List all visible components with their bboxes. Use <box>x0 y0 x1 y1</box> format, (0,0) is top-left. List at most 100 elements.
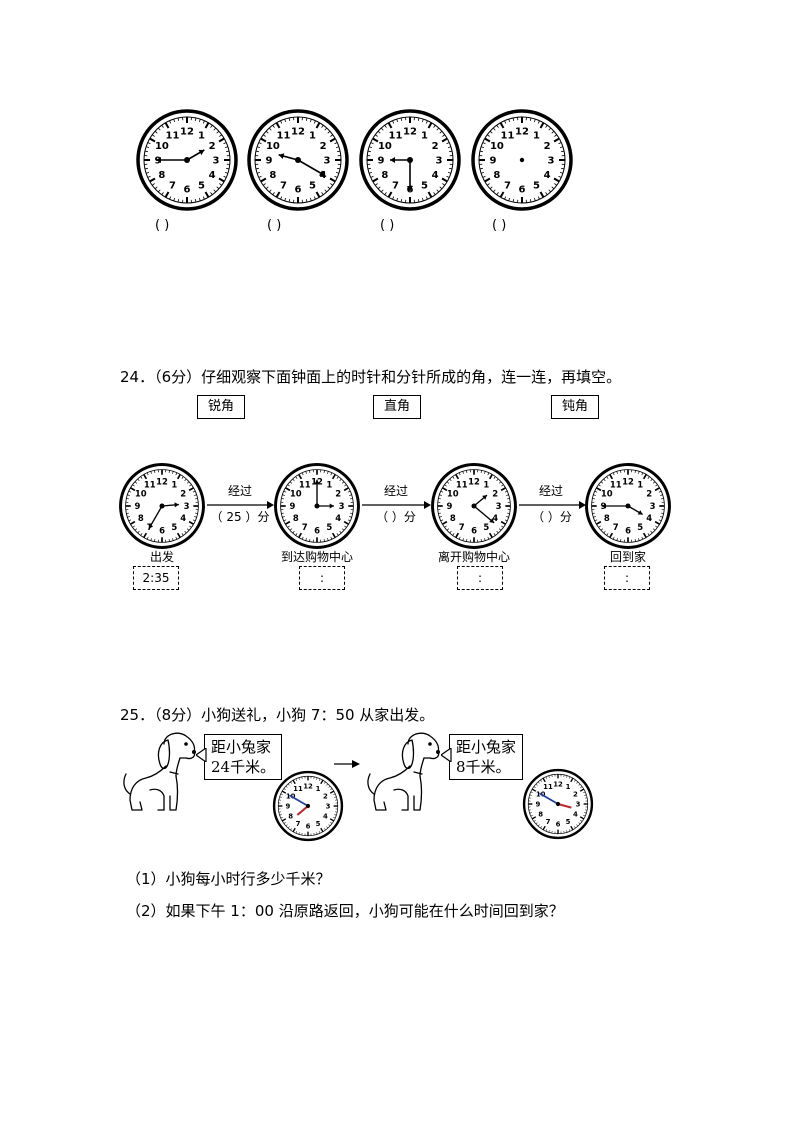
dog-illustration-2-icon <box>367 732 440 811</box>
svg-text:5: 5 <box>309 181 316 192</box>
svg-text:6: 6 <box>295 185 302 196</box>
svg-text:7: 7 <box>546 818 551 826</box>
svg-text:8: 8 <box>538 810 543 818</box>
angle-obtuse-box[interactable]: 钝角 <box>551 395 599 419</box>
bubble-2-line-2: 8千米。 <box>456 758 511 776</box>
arrow-3-icon <box>519 501 586 509</box>
svg-text:8: 8 <box>604 513 610 523</box>
svg-text:7: 7 <box>613 522 619 532</box>
svg-text:2: 2 <box>573 790 578 798</box>
svg-text:1: 1 <box>533 130 540 141</box>
svg-text:1: 1 <box>566 783 571 791</box>
svg-text:4: 4 <box>492 513 498 523</box>
svg-text:5: 5 <box>637 522 643 532</box>
svg-text:7: 7 <box>280 181 287 192</box>
speech-bubble-1: 距小兔家 24千米。 <box>204 734 283 780</box>
svg-text:11: 11 <box>293 785 303 793</box>
svg-text:10: 10 <box>490 141 504 152</box>
svg-text:4: 4 <box>335 513 341 523</box>
time-box-depart[interactable]: 2:35 <box>133 566 179 590</box>
angle-acute-box[interactable]: 锐角 <box>197 395 245 419</box>
svg-text:11: 11 <box>277 130 291 141</box>
svg-text:5: 5 <box>326 522 332 532</box>
svg-text:11: 11 <box>389 130 403 141</box>
arrow-4-icon <box>334 760 360 768</box>
svg-text:4: 4 <box>209 170 216 181</box>
svg-text:2: 2 <box>323 792 328 800</box>
svg-text:6: 6 <box>519 185 526 196</box>
svg-text:4: 4 <box>544 170 551 181</box>
time-box-arrive[interactable]: : <box>299 566 345 590</box>
arrow-3-value[interactable]: （ ）分 <box>532 510 572 524</box>
svg-text:1: 1 <box>309 130 316 141</box>
arrow-2-label: 经过 <box>383 484 408 498</box>
stage-depart-label: 出发 <box>149 550 174 564</box>
svg-text:7: 7 <box>459 522 465 532</box>
svg-text:5: 5 <box>421 181 428 192</box>
svg-text:5: 5 <box>533 181 540 192</box>
answer-paren-1[interactable]: ( ) <box>155 218 170 233</box>
svg-text:1: 1 <box>483 480 489 490</box>
answer-paren-4[interactable]: ( ) <box>492 218 507 233</box>
svg-text:6: 6 <box>184 185 191 196</box>
stage-leave-label: 离开购物中心 <box>437 550 510 564</box>
svg-text:10: 10 <box>155 141 169 152</box>
answer-paren-2[interactable]: ( ) <box>267 218 282 233</box>
svg-text:11: 11 <box>299 480 311 490</box>
arrow-2-icon <box>362 501 431 509</box>
sub-question-1: （1）小狗每小时行多少千米？ <box>126 870 331 888</box>
svg-text:5: 5 <box>171 522 177 532</box>
svg-text:6: 6 <box>556 821 561 829</box>
svg-text:1: 1 <box>171 480 177 490</box>
time-box-leave[interactable]: : <box>457 566 503 590</box>
svg-text:11: 11 <box>456 480 468 490</box>
svg-text:5: 5 <box>566 818 571 826</box>
svg-text:2: 2 <box>320 141 327 152</box>
time-box-home[interactable]: : <box>604 566 650 590</box>
angle-right-box[interactable]: 直角 <box>373 395 421 419</box>
svg-text:11: 11 <box>501 130 515 141</box>
svg-text:7: 7 <box>504 181 511 192</box>
svg-text:8: 8 <box>450 513 456 523</box>
svg-text:2: 2 <box>544 141 551 152</box>
question-25-text: 25．（8分）小狗送礼，小狗 7：50 从家出发。 <box>120 706 435 724</box>
svg-text:9: 9 <box>266 156 273 167</box>
stage-home-label: 回到家 <box>609 550 646 564</box>
svg-text:3: 3 <box>496 501 502 511</box>
svg-text:4: 4 <box>180 513 186 523</box>
dog-illustration-icon <box>123 732 196 811</box>
svg-text:12: 12 <box>468 476 480 486</box>
svg-text:1: 1 <box>637 480 643 490</box>
svg-text:2: 2 <box>492 489 498 499</box>
arrow-2-value[interactable]: （ ）分 <box>376 510 416 524</box>
svg-text:10: 10 <box>378 141 392 152</box>
svg-text:7: 7 <box>296 820 301 828</box>
bubble-1-line-2: 24千米。 <box>211 758 276 776</box>
svg-text:3: 3 <box>650 501 656 511</box>
bubble-1-line-1: 距小兔家 <box>211 738 272 756</box>
svg-text:8: 8 <box>158 170 165 181</box>
svg-text:9: 9 <box>490 156 497 167</box>
svg-text:7: 7 <box>302 522 308 532</box>
svg-text:12: 12 <box>180 127 194 138</box>
svg-text:4: 4 <box>432 170 439 181</box>
svg-text:1: 1 <box>316 785 321 793</box>
svg-text:9: 9 <box>290 501 296 511</box>
svg-text:4: 4 <box>323 812 328 820</box>
svg-text:6: 6 <box>625 526 631 536</box>
arrow-1-icon <box>207 501 274 509</box>
svg-text:9: 9 <box>536 800 541 808</box>
answer-paren-3[interactable]: ( ) <box>380 218 395 233</box>
svg-text:3: 3 <box>548 156 555 167</box>
svg-text:10: 10 <box>266 141 280 152</box>
sub-question-2: （2）如果下午 1：00 沿原路返回，小狗可能在什么时间回到家？ <box>126 902 564 920</box>
svg-text:12: 12 <box>156 476 168 486</box>
svg-text:2: 2 <box>432 141 439 152</box>
arrow-1-value[interactable]: （ 25 ）分 <box>210 510 270 524</box>
svg-text:1: 1 <box>198 130 205 141</box>
svg-text:8: 8 <box>288 812 293 820</box>
svg-text:12: 12 <box>622 476 634 486</box>
